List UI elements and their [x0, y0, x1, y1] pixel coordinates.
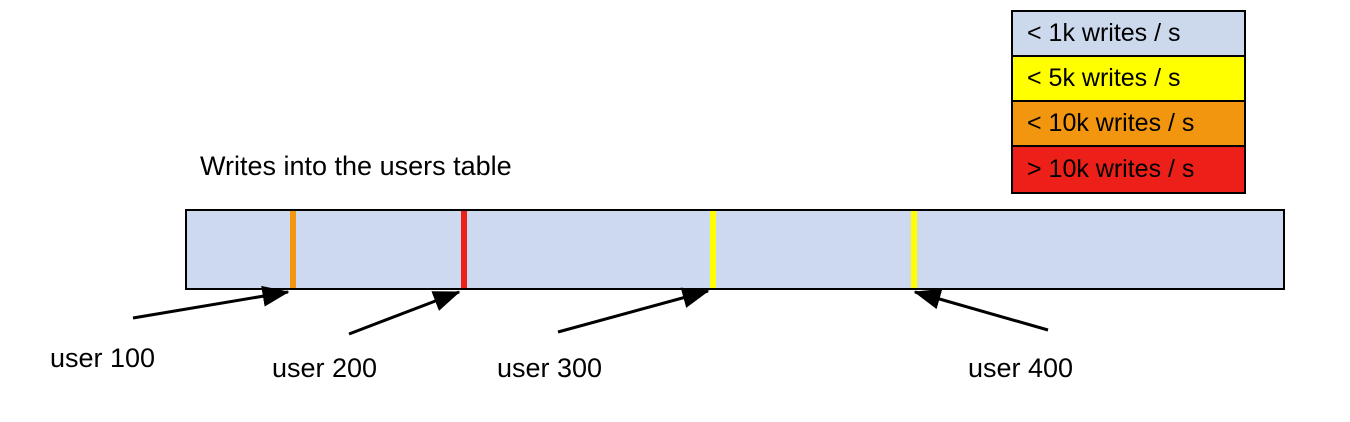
legend-item-label: < 5k writes / s	[1027, 64, 1181, 92]
annotation-label-user-400: user 400	[968, 353, 1074, 383]
arrow-user-200	[348, 290, 461, 336]
legend: < 1k writes / s < 5k writes / s < 10k wr…	[1011, 10, 1246, 194]
annotation-label-user-100: user 100	[50, 343, 156, 373]
hotspot-stripe-user-300	[710, 211, 716, 288]
legend-item-label: > 10k writes / s	[1027, 155, 1195, 183]
users-table-bar	[185, 209, 1285, 290]
arrow-user-400	[913, 288, 1049, 332]
arrow-user-300	[557, 287, 710, 334]
hotspot-stripe-user-100	[290, 211, 296, 288]
legend-item-gt-10k: > 10k writes / s	[1013, 147, 1244, 192]
legend-item-lt-5k: < 5k writes / s	[1013, 57, 1244, 102]
annotation-label-user-200: user 200	[272, 353, 378, 383]
legend-item-lt-1k: < 1k writes / s	[1013, 12, 1244, 57]
hotspot-stripe-user-400	[911, 211, 917, 288]
annotation-label-user-300: user 300	[497, 353, 603, 383]
arrow-user-100	[132, 285, 290, 320]
legend-item-label: < 10k writes / s	[1027, 109, 1195, 137]
legend-item-lt-10k: < 10k writes / s	[1013, 102, 1244, 147]
legend-item-label: < 1k writes / s	[1027, 19, 1181, 47]
chart-title: Writes into the users table	[200, 151, 512, 181]
hotspot-stripe-user-200	[461, 211, 467, 288]
